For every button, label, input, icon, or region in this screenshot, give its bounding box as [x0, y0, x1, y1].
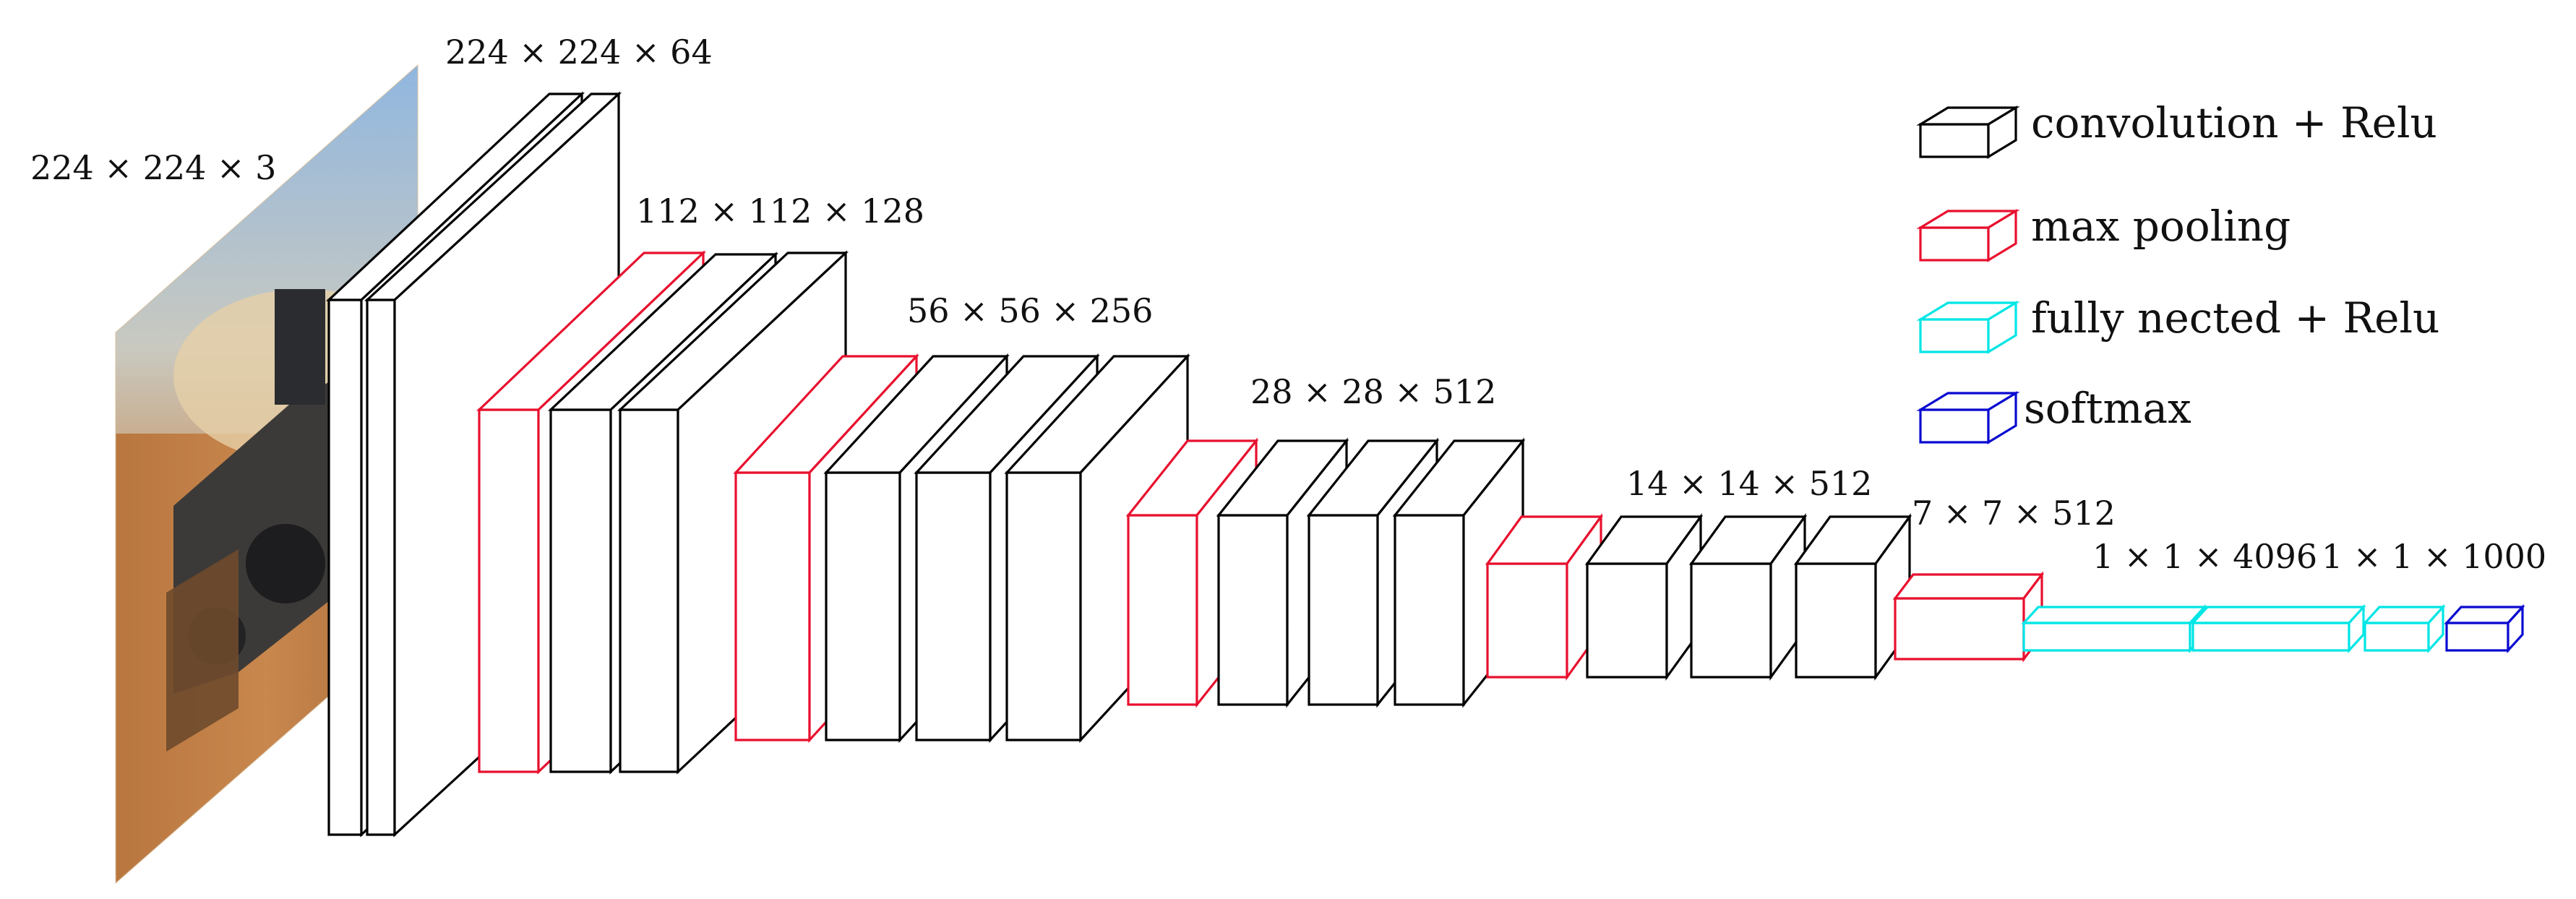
stage-label-output: 1 × 1 × 1000	[2322, 537, 2546, 576]
conv-layer-box	[1688, 513, 1808, 681]
layer-stack	[325, 91, 2525, 838]
stage-label-pool5: 7 × 7 × 512	[1912, 494, 2116, 533]
legend-label: fully nected + Relu	[2031, 293, 2439, 343]
stage-label-fc: 1 × 1 × 4096	[2092, 537, 2317, 576]
fc-layer-box	[2021, 603, 2207, 654]
pool-layer-box	[1892, 571, 2045, 663]
legend: convolution + Relu max pooling fully nec…	[1916, 98, 2439, 444]
softmax-layer-box	[2444, 603, 2525, 654]
stage-label-conv1: 224 × 224 × 64	[445, 33, 713, 72]
stage-label-conv4: 28 × 28 × 512	[1250, 372, 1496, 411]
legend-swatch	[1916, 391, 2020, 444]
legend-swatch	[1916, 301, 2020, 354]
legend-item-softmax: softmax	[1916, 384, 2191, 444]
conv-layer-box	[1793, 513, 1912, 681]
legend-swatch	[1916, 209, 2020, 262]
input-dimension-label: 224 × 224 × 3	[30, 148, 276, 187]
stage-label-conv2: 112 × 112 × 128	[636, 192, 924, 231]
pool-layer-box	[1485, 513, 1604, 681]
fc-layer-box	[2362, 603, 2446, 654]
legend-label: softmax	[2024, 384, 2191, 433]
legend-swatch	[1916, 106, 2020, 159]
stage-label-conv5: 14 × 14 × 512	[1626, 464, 1872, 503]
fc-layer-box	[2190, 603, 2366, 654]
conv-layer-box	[1584, 513, 1704, 681]
stage-label-conv3: 56 × 56 × 256	[907, 291, 1153, 330]
legend-item-fc: fully nected + Relu	[1916, 293, 2439, 354]
legend-item-conv: convolution + Relu	[1916, 98, 2437, 159]
legend-label: convolution + Relu	[2031, 98, 2437, 147]
legend-item-pool: max pooling	[1916, 202, 2291, 262]
legend-label: max pooling	[2031, 202, 2291, 251]
